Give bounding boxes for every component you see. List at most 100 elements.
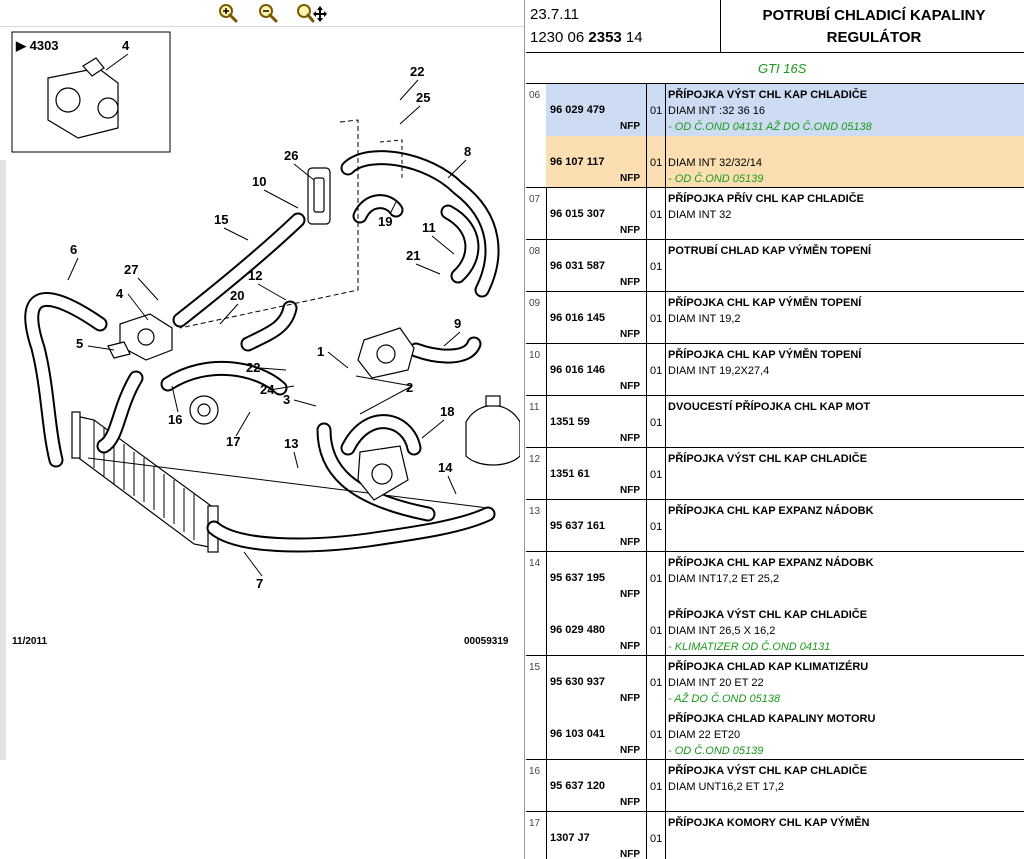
cell-quantity (646, 188, 666, 239)
quantity: 01 (650, 105, 663, 117)
quantity: 01 (650, 365, 663, 377)
parts-pane: 23.7.11 1230 06 2353 14 POTRUBÍ CHLADICÍ… (526, 0, 1024, 859)
callout-21: 21 (406, 248, 420, 263)
position-number: 07 (529, 194, 541, 205)
quantity: 01 (650, 833, 663, 845)
part-applicability: - KLIMATIZER OD Č.OND 04131 (668, 641, 831, 653)
zoom-out-icon[interactable] (256, 2, 280, 24)
callout-leaders (67, 79, 467, 577)
cell-part-number (546, 188, 647, 239)
cell-part-number (546, 812, 647, 859)
part-number[interactable]: 95 637 120 (550, 780, 606, 792)
diagram-pane[interactable]: ▶ 4303 (0, 0, 525, 859)
part-title: DVOUCESTÍ PŘÍPOJKA CHL KAP MOT (668, 401, 871, 413)
zoom-in-icon[interactable] (216, 2, 240, 24)
hose-7 (206, 506, 496, 553)
hose-9 (408, 336, 482, 364)
cell-position: 16 (526, 760, 547, 811)
cell-part-number (546, 656, 647, 759)
part-title: PŘÍPOJKA PŘÍV CHL KAP CHLADIČE (668, 193, 864, 205)
cell-part-number (546, 760, 647, 811)
header-code-bold: 2353 (588, 29, 622, 46)
part-number[interactable]: 96 029 480 (550, 624, 606, 636)
zoom-pan-icon[interactable] (294, 2, 328, 24)
vertical-scrollbar[interactable] (0, 160, 6, 760)
part-number[interactable]: 96 029 479 (550, 104, 606, 116)
hose-13 (316, 422, 436, 522)
callout-15: 15 (214, 212, 228, 227)
callout-22-lower: 22 (246, 360, 260, 375)
hose-11 (440, 204, 480, 284)
part-title: PŘÍPOJKA CHL KAP VÝMĚN TOPENÍ (668, 297, 862, 309)
quantity: 01 (650, 313, 663, 325)
part-number[interactable]: 96 016 145 (550, 312, 606, 324)
cell-quantity (646, 812, 666, 859)
nfp-badge: NFP (620, 485, 640, 496)
quantity: 01 (650, 469, 663, 481)
callout-26: 26 (284, 148, 298, 163)
part-number[interactable]: 96 103 041 (550, 728, 606, 740)
callout-9: 9 (454, 316, 461, 331)
quantity: 01 (650, 573, 663, 585)
position-number: 16 (529, 766, 541, 777)
part-number[interactable]: 95 630 937 (550, 676, 606, 688)
callout-18: 18 (440, 404, 454, 419)
part-number[interactable]: 96 031 587 (550, 260, 606, 272)
part-title: PŘÍPOJKA CHL KAP VÝMĚN TOPENÍ (668, 349, 862, 361)
part-number[interactable]: 96 016 146 (550, 364, 606, 376)
cell-position: 08 (526, 240, 547, 291)
cell-quantity (646, 292, 666, 343)
part-spec: DIAM INT :32 36 16 (668, 105, 766, 117)
part-number[interactable]: 1351 59 (550, 416, 590, 428)
part-number[interactable]: 1351 61 (550, 468, 590, 480)
part-number[interactable]: 1307 J7 (550, 832, 590, 844)
position-number: 08 (529, 246, 541, 257)
position-number: 09 (529, 298, 541, 309)
part-number[interactable]: 96 015 307 (550, 208, 606, 220)
quantity: 01 (650, 625, 663, 637)
part-number[interactable]: 95 637 161 (550, 520, 606, 532)
hose-12 (240, 300, 298, 352)
part-number[interactable]: 95 637 195 (550, 572, 606, 584)
water-outlet (107, 341, 131, 359)
nfp-badge: NFP (620, 641, 640, 652)
quantity: 01 (650, 521, 663, 533)
callout-24: 24 (260, 382, 275, 397)
cell-part-number (546, 552, 647, 655)
cell-part-number (546, 292, 647, 343)
bleed-screw (307, 167, 331, 225)
part-description: DVOUCESTÍ PŘÍPOJKA CHL KAP MOT (668, 399, 870, 415)
part-number[interactable]: 96 107 117 (550, 156, 605, 168)
